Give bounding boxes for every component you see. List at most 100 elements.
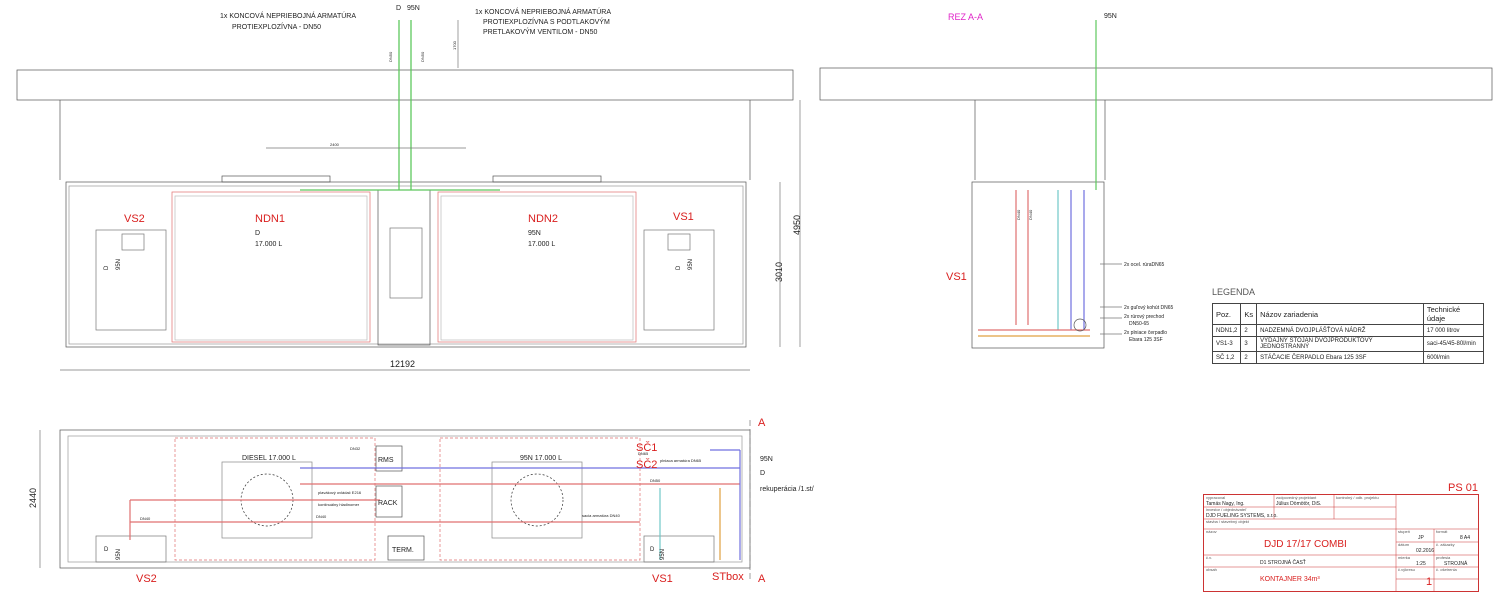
- plan-vs1-95n: 95N: [660, 549, 666, 560]
- legend-cell: 3: [1240, 336, 1258, 352]
- tb-format: 8 A4: [1460, 535, 1470, 541]
- plan-label-stbox: STbox: [712, 571, 744, 583]
- title-block: vypracoval Tamás Nagy, Ing. zodpovedný p…: [1203, 494, 1479, 592]
- tb-label-profession: profesia: [1436, 555, 1451, 560]
- note-section-reducer-2: DN50-65: [1129, 321, 1149, 327]
- pump-symbol: [1073, 318, 1087, 332]
- section-label-vs1: VS1: [946, 271, 967, 283]
- vs2-95n-mark: 95N: [116, 259, 122, 270]
- vs1-95n-mark: 95N: [688, 259, 694, 270]
- note-left-1: 1x KONCOVÁ NEPRIEBOJNÁ ARMATÚRA: [220, 11, 356, 20]
- dim-1700: 1700: [452, 40, 457, 50]
- dim-plan-2440: 2440: [28, 488, 38, 508]
- legend-cell: 2: [1240, 324, 1258, 337]
- section-fuel-top: 95N: [1104, 13, 1117, 20]
- legend-cell: 2: [1240, 351, 1258, 364]
- dim-height-box: 3010: [774, 262, 784, 282]
- plan-manhole-2: [491, 461, 583, 539]
- tb-project-name: DJD 17/17 COMBI: [1264, 539, 1347, 550]
- note-section-reducer-1: 2x rúrový prechod: [1124, 314, 1164, 320]
- plan-vs2-95n: 95N: [116, 549, 122, 560]
- plan-label-vs1: VS1: [652, 573, 673, 585]
- tb-label-drawno: č.výkresu: [1398, 567, 1415, 572]
- legend-row: NDN1,2 2 NADZEMNÁ DVOJPLÁŠŤOVÁ NÁDRŽ 17 …: [1211, 324, 1485, 337]
- roof-vent: [492, 175, 602, 183]
- tb-date: 02.2016: [1416, 548, 1434, 554]
- plan-tank-diesel: [174, 437, 376, 561]
- tb-label-part: č.v.: [1206, 555, 1212, 560]
- plan-out-95n: 95N: [760, 456, 773, 463]
- legend-cell: SČ 1,2: [1211, 351, 1242, 364]
- plan-container: [59, 429, 751, 569]
- plan-vs2-d: D: [104, 547, 109, 553]
- tb-label-stage: stupeň: [1398, 529, 1410, 534]
- section-view: [819, 20, 1493, 349]
- vent-label-d: D: [396, 5, 401, 12]
- tb-drawing-number: 1: [1426, 576, 1432, 588]
- tb-label-investor: investor / objednávateľ: [1206, 507, 1247, 512]
- rack-panel: [389, 227, 423, 299]
- legend-cell: saci-45/45-80l/min: [1422, 336, 1485, 352]
- section-dn40-b: DN40: [1028, 209, 1033, 220]
- tb-label-date: dátum: [1398, 542, 1410, 547]
- section-marker-bottom: A: [758, 573, 766, 585]
- ndn2-fuel: 95N: [528, 230, 541, 237]
- container-outline: [65, 181, 747, 348]
- dn50-b: DN50: [420, 51, 425, 62]
- label-ndn2: NDN2: [528, 213, 558, 225]
- tb-label-responsible: zodpovedný projektant: [1276, 495, 1317, 500]
- elevation-view: [16, 20, 801, 371]
- legend-header: Ks: [1240, 303, 1258, 325]
- tb-label-copy: č. ošetrenia: [1436, 567, 1457, 572]
- label-vs1: VS1: [673, 211, 694, 223]
- legend-cell: NDN1,2: [1211, 324, 1242, 337]
- plan-term-box: [387, 535, 425, 561]
- plan-rms: RMS: [378, 457, 394, 464]
- dim-width: 12192: [390, 359, 415, 369]
- roof-vent: [221, 175, 331, 183]
- section-dn40-a: DN40: [1016, 209, 1021, 220]
- note-gauge: kontinuálny hladinomer: [318, 502, 360, 507]
- note-dn32: DN32: [350, 446, 361, 451]
- legend-title: LEGENDA: [1212, 287, 1256, 297]
- legend-header: Technické údaje: [1422, 303, 1485, 325]
- ndn1-volume: 17.000 L: [255, 241, 282, 248]
- dim-2400: 2400: [330, 142, 340, 147]
- canopy-roof: [16, 69, 794, 101]
- tb-profession: STROJNÁ: [1444, 560, 1468, 567]
- tb-label-object: stavba / stavebný objekt: [1206, 519, 1250, 524]
- tb-label-scale: mierka: [1398, 555, 1411, 560]
- sheet-id: PS 01: [1448, 482, 1478, 494]
- legend-row: SČ 1,2 2 STÁČACIE ČERPADLO Ebara 125 3SF…: [1211, 351, 1485, 364]
- legend-cell: STÁČACIE ČERPADLO Ebara 125 3SF: [1256, 351, 1424, 364]
- tb-label-num: č. zákazky: [1436, 542, 1455, 547]
- vent-label-95n: 95N: [407, 5, 420, 12]
- tb-label-drawing: obsah: [1206, 567, 1217, 572]
- section-title: REZ A-A: [948, 12, 983, 22]
- plan-label-sc1: SČ1: [636, 441, 657, 454]
- plan-label-sc2: SČ2: [636, 458, 657, 471]
- note-section-pump-1: 2x plniace čerpadlo: [1124, 330, 1167, 336]
- tank-ndn2-outline: [437, 191, 637, 343]
- note-float: plavákový ovládač E216: [318, 490, 362, 495]
- note-section-pump-2: Ebara 125 3SF: [1129, 337, 1163, 343]
- legend-cell: VÝDAJNÝ STOJAN DVOJPRODUKTOVÝ JEDNOSTRAN…: [1256, 336, 1424, 352]
- tb-label-check: kontrolný / odb. projektu: [1336, 495, 1379, 500]
- plan-label-vs2: VS2: [136, 573, 157, 585]
- plan-term: TERM.: [392, 547, 414, 554]
- note-fill: plniaca armatúra DN65: [660, 458, 702, 463]
- section-container: [971, 181, 1105, 349]
- plan-rms-box: [375, 445, 403, 472]
- note-section-valve: 2x guľový kohút DN65: [1124, 305, 1173, 311]
- title-block-grid: vypracoval Tamás Nagy, Ing. zodpovedný p…: [1204, 495, 1478, 591]
- tb-label-designer: vypracoval: [1206, 495, 1225, 500]
- tb-drawing-content: KONTAJNER 34m³: [1260, 576, 1320, 583]
- dispenser-vs1-body: [643, 229, 715, 331]
- plan-rack: RACK: [378, 500, 398, 507]
- note-section-pipe: 2x ocel. rúraDN65: [1124, 262, 1165, 268]
- plan-out-d: D: [760, 470, 765, 477]
- legend-cell: 600l/min: [1422, 351, 1485, 364]
- plan-tank-95n: [439, 437, 641, 561]
- label-ndn1: NDN1: [255, 213, 285, 225]
